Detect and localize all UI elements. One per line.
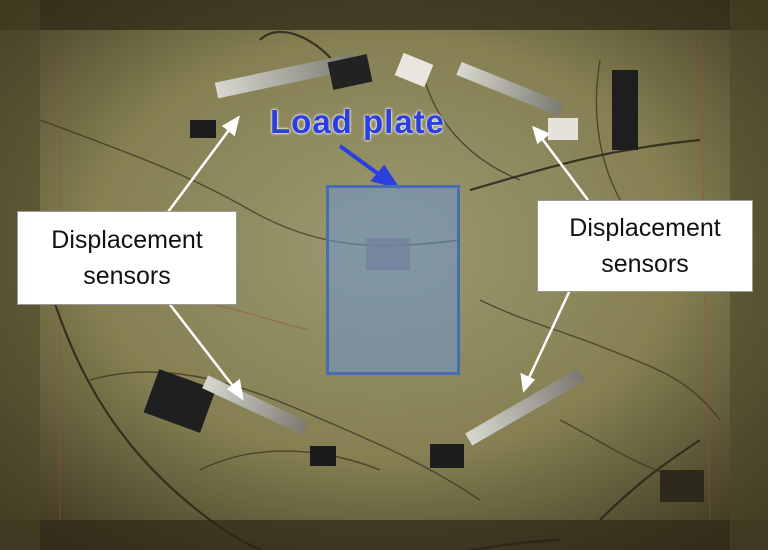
right-label-line1: Displacement <box>569 214 721 242</box>
sensor-bottom-right <box>430 368 704 502</box>
left-label-line1: Displacement <box>51 226 203 254</box>
load-plate-label: Load plate <box>270 103 446 140</box>
load-plate-box <box>326 185 460 375</box>
sensor-top-right <box>394 52 638 150</box>
left-displacement-sensors-label: Displacement sensors <box>17 211 237 305</box>
sensor-top-left <box>190 53 373 138</box>
left-label-line2: sensors <box>83 262 171 290</box>
right-displacement-sensors-label: Displacement sensors <box>537 200 753 292</box>
right-label-line2: sensors <box>601 250 689 278</box>
